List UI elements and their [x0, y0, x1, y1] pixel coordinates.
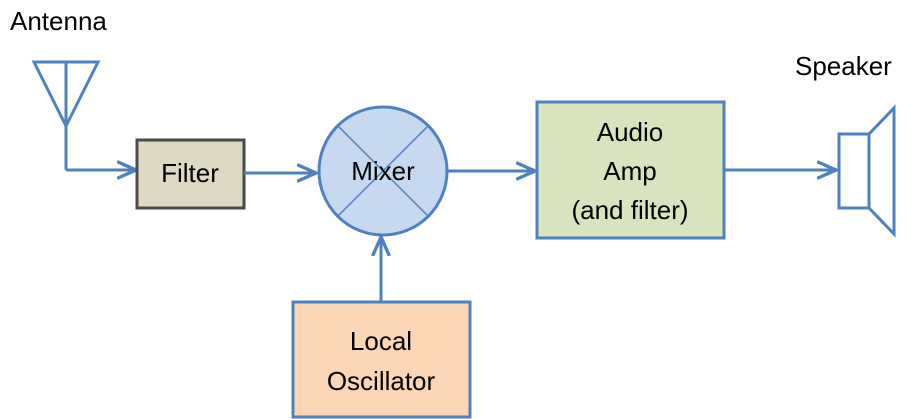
audio-amp-block: Audio Amp (and filter) — [535, 100, 726, 240]
filter-label: Filter — [161, 158, 219, 188]
antenna-icon — [31, 60, 101, 170]
mixer-block: Mixer — [317, 105, 449, 237]
audio-amp-line-2: Amp — [603, 156, 656, 186]
local-oscillator-line-2: Oscillator — [327, 366, 436, 396]
speaker-label: Speaker — [795, 51, 892, 81]
audio-amp-line-3: (and filter) — [571, 195, 688, 225]
local-oscillator-block: Local Oscillator — [291, 300, 472, 419]
local-oscillator-line-1: Local — [350, 326, 412, 356]
antenna-label: Antenna — [10, 6, 107, 36]
speaker-icon — [837, 104, 896, 238]
audio-amp-line-1: Audio — [597, 117, 664, 147]
filter-block: Filter — [135, 138, 246, 210]
mixer-label: Mixer — [351, 156, 415, 186]
